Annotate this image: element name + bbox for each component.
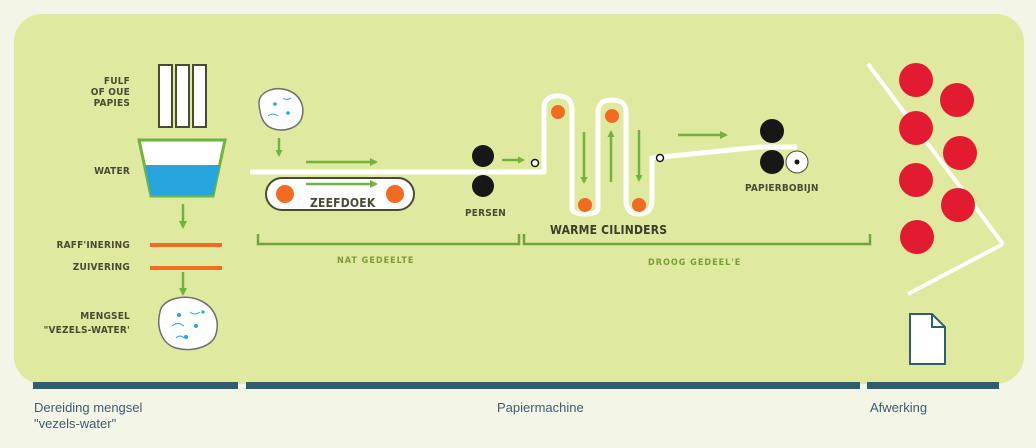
document-icon	[909, 313, 946, 365]
label-mixture: MENGSEL "VEZELS-WATER'	[43, 311, 130, 336]
fiber-mixture-icon	[158, 296, 218, 351]
label-cleaning: ZUIVERING	[72, 262, 130, 273]
wet-part-bracket	[256, 234, 521, 246]
label-cylinders: WARME CILINDERS	[550, 223, 668, 237]
label-refining: RAFF'INERING	[56, 240, 130, 251]
section-bar-finishing	[867, 382, 999, 389]
label-sieve: ZEEFDOEK	[310, 196, 376, 210]
section-label-prep: Dereiding mengsel "vezels-water"	[34, 400, 143, 431]
guide-roll-icon	[655, 153, 665, 163]
cut-sheet-path	[907, 242, 1004, 296]
section-label-finishing: Afwerking	[870, 400, 928, 415]
label-reel: PAPIERBOBIJN	[745, 183, 819, 194]
label-pulp: FULF OF OUE PAPIES	[90, 76, 130, 109]
press-roller-top	[472, 145, 494, 167]
water-tank-icon	[137, 138, 227, 198]
label-dry-part: DROOG GEDEEL'E	[648, 258, 742, 268]
section-label-machine: Papiermachine	[497, 400, 584, 415]
press-roller-bottom	[472, 175, 494, 197]
section-bar-machine	[246, 382, 860, 389]
label-press: PERSEN	[465, 208, 507, 219]
reel-roller-top	[760, 119, 784, 143]
cut-sheet-path	[866, 62, 1005, 246]
warm-cylinders-icon	[551, 105, 646, 212]
fiber-input-icon	[258, 88, 304, 131]
cleaning-line	[150, 266, 222, 270]
pulp-bales-icon	[158, 64, 207, 128]
guide-roll-icon	[530, 158, 540, 168]
refining-line	[150, 243, 222, 247]
dry-part-bracket	[522, 234, 872, 246]
label-wet-part: NAT GEDEELTE	[337, 256, 415, 266]
label-water: WATER	[94, 166, 130, 177]
paper-web-path	[250, 93, 797, 217]
paper-sheets-icon	[899, 63, 977, 254]
reel-roller-bottom	[760, 150, 784, 174]
section-bar-prep	[33, 382, 238, 389]
